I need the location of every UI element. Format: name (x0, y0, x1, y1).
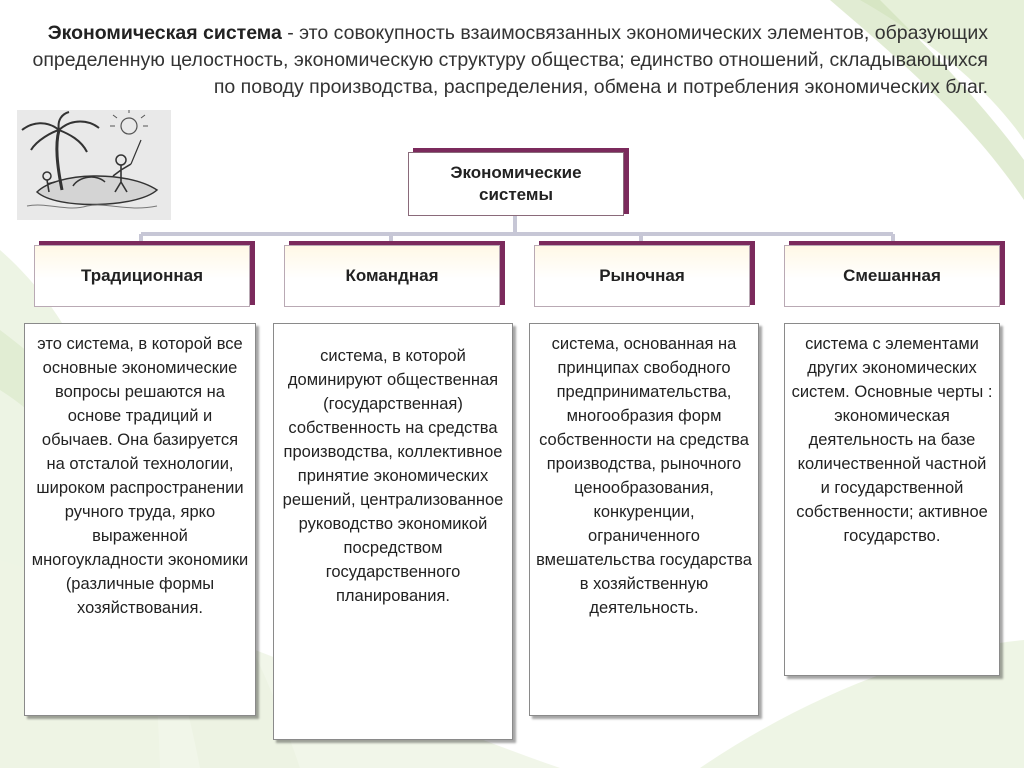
description-text: система, в которой доминируют общественн… (282, 347, 504, 605)
type-node-market: Рыночная (534, 245, 750, 307)
definition-term: Экономическая система (47, 22, 282, 44)
type-node-traditional: Традиционная (34, 245, 250, 307)
description-text: система с элементами других экономически… (791, 335, 993, 545)
description-text: это система, в которой все основные экон… (31, 335, 249, 617)
description-command: система, в которой доминируют общественн… (273, 323, 513, 740)
description-text: система, основанная на принципах свободн… (536, 335, 752, 617)
definition-text: Экономическая система - это совокупность… (20, 20, 988, 101)
description-market: система, основанная на принципах свободн… (529, 323, 759, 716)
definition-body: - это совокупность взаимосвязанных эконо… (32, 22, 988, 98)
root-label-line1: Экономические (450, 163, 582, 182)
root-label-line2: системы (478, 185, 553, 204)
type-label: Рыночная (599, 266, 685, 285)
type-label: Традиционная (80, 266, 203, 285)
island-sketch-illustration (17, 110, 171, 220)
description-traditional: это система, в которой все основные экон… (24, 323, 256, 716)
type-node-mixed: Смешанная (784, 245, 1000, 307)
root-node-economic-systems: Экономические системы (408, 152, 624, 216)
description-mixed: система с элементами других экономически… (784, 323, 1000, 676)
type-label: Смешанная (843, 266, 941, 285)
type-node-command: Командная (284, 245, 500, 307)
type-label: Командная (345, 266, 439, 285)
